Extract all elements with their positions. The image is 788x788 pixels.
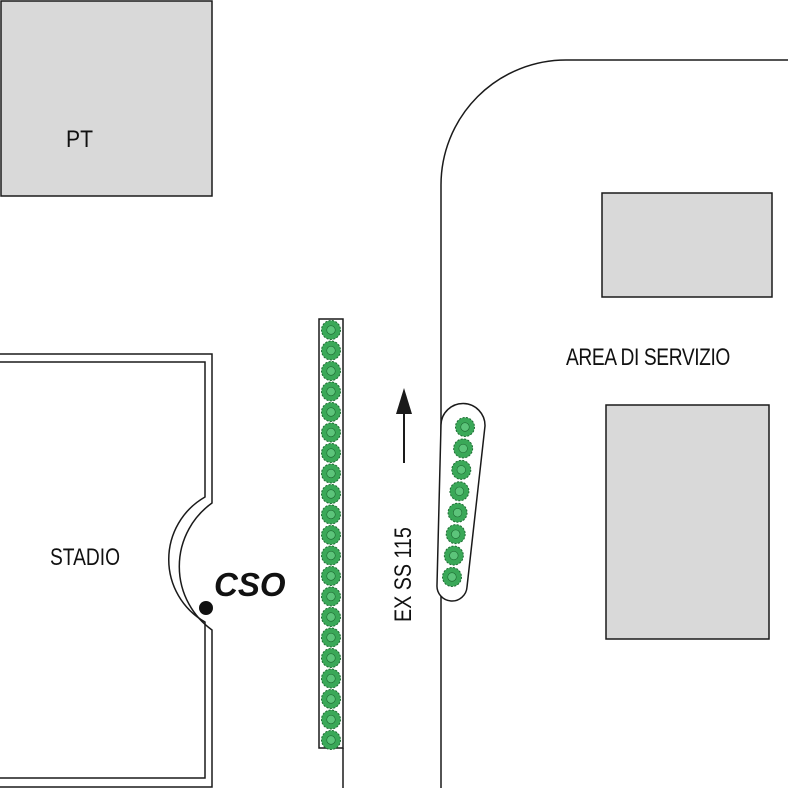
building-service-small (601, 192, 773, 298)
label-cso: CSO (214, 566, 286, 603)
label-stadio: STADIO (50, 544, 121, 571)
tree-icon (453, 438, 474, 459)
tree-icon (442, 567, 462, 587)
cso-marker (199, 601, 213, 615)
tree-icon (445, 524, 466, 545)
label-area-servizio: AREA DI SERVIZIO (566, 344, 730, 371)
tree-icon (321, 668, 341, 689)
tree-icon (321, 484, 341, 504)
tree-icon (321, 381, 341, 402)
tree-icon (321, 627, 341, 648)
tree-icon (443, 545, 464, 566)
label-pt: PT (66, 126, 93, 153)
tree-icon (321, 730, 341, 750)
building-service-large (605, 404, 770, 640)
tree-icon (321, 340, 341, 361)
tree-icon (455, 417, 475, 437)
tree-icon (321, 586, 341, 607)
arrow-up-icon (396, 388, 412, 463)
tree-icon (321, 689, 341, 709)
tree-icon (321, 525, 341, 545)
tree-row-west (321, 320, 341, 750)
tree-icon (321, 443, 341, 463)
building-pt (0, 0, 213, 197)
tree-icon (451, 459, 472, 480)
tree-icon (321, 361, 341, 381)
tree-icon (321, 566, 341, 586)
road-edge-east (440, 59, 788, 788)
tree-icon (321, 422, 341, 443)
tree-icon (321, 504, 341, 525)
stadium-outer-wall (0, 353, 213, 788)
tree-icon (321, 709, 341, 730)
tree-icon (321, 402, 341, 422)
tree-icon (321, 607, 341, 627)
tree-icon (447, 502, 468, 523)
stadium-inner-wall (0, 361, 206, 779)
tree-icon (321, 320, 341, 340)
tree-row-east (442, 417, 475, 587)
tree-icon (321, 463, 341, 484)
tree-icon (321, 648, 341, 668)
label-road: EX SS 115 (390, 527, 417, 622)
tree-icon (321, 545, 341, 566)
tree-icon (449, 481, 470, 502)
